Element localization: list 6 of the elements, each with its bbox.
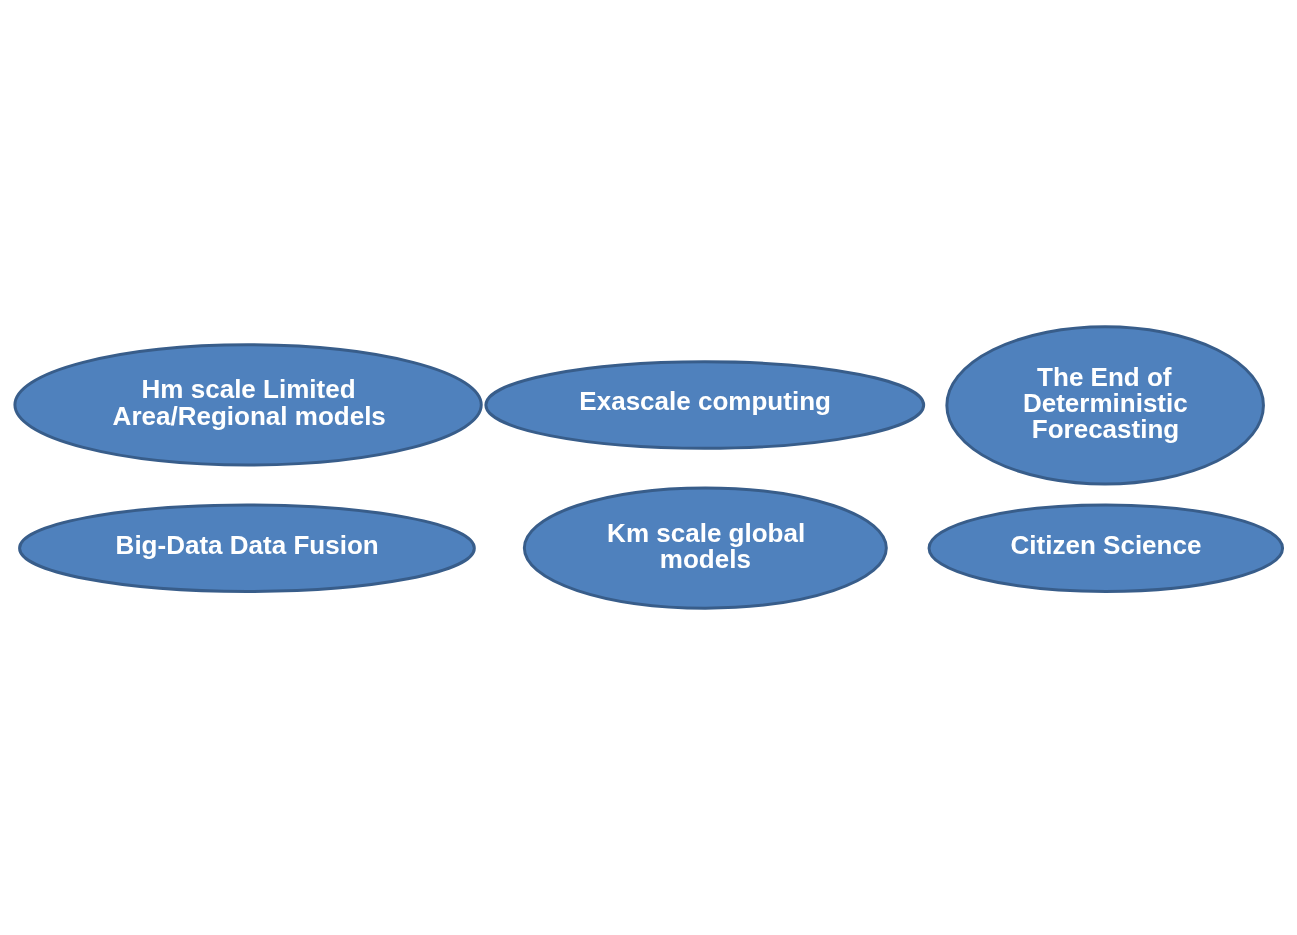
node-ellipse: Hm scale Limited Area/Regional models	[13, 343, 483, 467]
node-ellipse: Big-Data Data Fusion	[18, 503, 476, 593]
node-ellipse: The End of Deterministic Forecasting	[945, 325, 1265, 486]
node-ellipse: Exascale computing	[484, 360, 926, 450]
node-ellipse: Km scale global models	[522, 486, 888, 610]
node-ellipse: Citizen Science	[927, 503, 1285, 593]
